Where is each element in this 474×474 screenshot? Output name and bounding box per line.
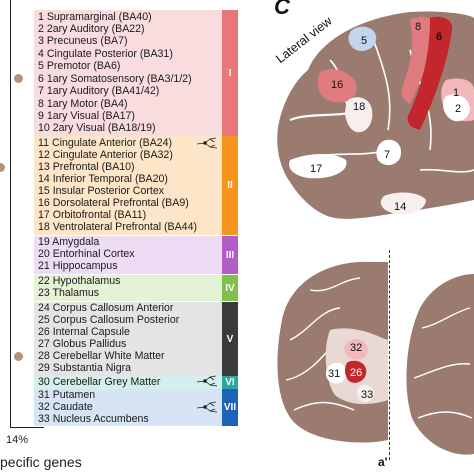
region-19: 19 Amygdala bbox=[38, 236, 100, 248]
region-6: 6 1ary Somatosensory (BA3/1/2) bbox=[38, 73, 192, 85]
lateral-label: 18 bbox=[353, 101, 365, 113]
region-22: 22 Hypothalamus bbox=[38, 275, 121, 287]
region-21: 21 Hippocampus bbox=[38, 260, 118, 272]
region-9: 9 1ary Visual (BA17) bbox=[38, 110, 135, 122]
section-divider bbox=[389, 250, 390, 460]
coronal-label: 32 bbox=[350, 342, 362, 354]
lateral-label: 8 bbox=[415, 21, 421, 33]
region-28: 28 Cerebellar White Matter bbox=[38, 350, 165, 362]
neuron-icon bbox=[196, 137, 218, 149]
lateral-label: 17 bbox=[310, 163, 322, 175]
coronal-label: 33 bbox=[361, 389, 373, 401]
lateral-brain-illustration: 5 8 6 16 18 1 2 7 17 14 bbox=[277, 11, 474, 219]
region-31: 31 Putamen bbox=[38, 389, 96, 401]
group-bar-III: III bbox=[222, 236, 238, 274]
region-5: 5 Premotor (BA6) bbox=[38, 60, 121, 72]
group-bar-IV: IV bbox=[222, 275, 238, 301]
lateral-label: 2 bbox=[455, 103, 461, 115]
axis-line bbox=[10, 0, 11, 428]
region-4: 4 Cingulate Posterior (BA31) bbox=[38, 48, 173, 60]
region-25: 25 Corpus Callosum Posterior bbox=[38, 314, 180, 326]
region-32: 32 Caudate bbox=[38, 401, 93, 413]
lateral-label: 6 bbox=[436, 31, 442, 43]
region-8: 8 1ary Motor (BA4) bbox=[38, 98, 128, 110]
coronal-section-illustration: 32 31 26 33 bbox=[277, 261, 388, 443]
group-band-III bbox=[34, 236, 222, 274]
section-label: a' bbox=[378, 455, 388, 469]
region-20: 20 Entorhinal Cortex bbox=[38, 248, 135, 260]
axis-bottom-line bbox=[10, 427, 44, 428]
region-7: 7 1ary Auditory (BA41/42) bbox=[38, 85, 160, 97]
group-band-V bbox=[34, 302, 222, 376]
lateral-label: 14 bbox=[394, 201, 406, 213]
axis-tick-label: 14% bbox=[6, 434, 29, 446]
neuron-icon bbox=[196, 401, 218, 413]
panel-label: C bbox=[274, 0, 290, 19]
region-13: 13 Prefrontal (BA10) bbox=[38, 161, 135, 173]
lateral-label: 7 bbox=[384, 149, 390, 161]
axis-label: pecific genes bbox=[0, 454, 82, 470]
region-11: 11 Cingulate Anterior (BA24) bbox=[38, 137, 173, 149]
region-18: 18 Ventrolateral Prefrontal (BA44) bbox=[38, 221, 197, 233]
data-dot bbox=[14, 352, 23, 361]
region-17: 17 Orbitofrontal (BA11) bbox=[38, 209, 147, 221]
group-bar-VII: VII bbox=[222, 389, 238, 426]
group-band-II bbox=[34, 136, 222, 235]
coronal-label: 31 bbox=[328, 368, 340, 380]
lateral-label: 16 bbox=[331, 79, 343, 91]
group-bar-V: V bbox=[222, 302, 238, 376]
region-10: 10 2ary Visual (BA18/19) bbox=[38, 122, 156, 134]
region-14: 14 Inferior Temporal (BA20) bbox=[38, 173, 168, 185]
region-29: 29 Substantia Nigra bbox=[38, 362, 132, 374]
region-12: 12 Cingulate Anterior (BA32) bbox=[38, 149, 173, 161]
group-bar-I: I bbox=[222, 10, 238, 136]
neuron-icon bbox=[196, 375, 218, 387]
region-24: 24 Corpus Callosum Anterior bbox=[38, 302, 174, 314]
coronal-label: 26 bbox=[350, 367, 362, 379]
region-26: 26 Internal Capsule bbox=[38, 326, 130, 338]
region-27: 27 Globus Pallidus bbox=[38, 338, 127, 350]
data-dot bbox=[14, 74, 23, 83]
coronal-section-right-illustration bbox=[406, 274, 474, 455]
region-1: 1 Supramarginal (BA40) bbox=[38, 11, 152, 23]
region-30: 30 Cerebellar Grey Matter bbox=[38, 376, 161, 388]
group-bar-VI: VI bbox=[222, 376, 238, 389]
group-band-I bbox=[34, 10, 222, 136]
region-3: 3 Precuneus (BA7) bbox=[38, 35, 128, 47]
region-2: 2 2ary Auditory (BA22) bbox=[38, 23, 145, 35]
region-16: 16 Dorsolateral Prefrontal (BA9) bbox=[38, 197, 189, 209]
region-23: 23 Thalamus bbox=[38, 287, 100, 299]
lateral-label: 5 bbox=[361, 35, 367, 47]
group-band-IV bbox=[34, 275, 222, 301]
group-band-VII bbox=[34, 389, 222, 426]
data-dot-partial bbox=[0, 163, 5, 172]
group-band-VI bbox=[34, 376, 222, 389]
lateral-label: 1 bbox=[453, 87, 459, 99]
region-15: 15 Insular Posterior Cortex bbox=[38, 185, 165, 197]
group-bar-II: II bbox=[222, 136, 238, 235]
region-33: 33 Nucleus Accumbens bbox=[38, 413, 149, 425]
